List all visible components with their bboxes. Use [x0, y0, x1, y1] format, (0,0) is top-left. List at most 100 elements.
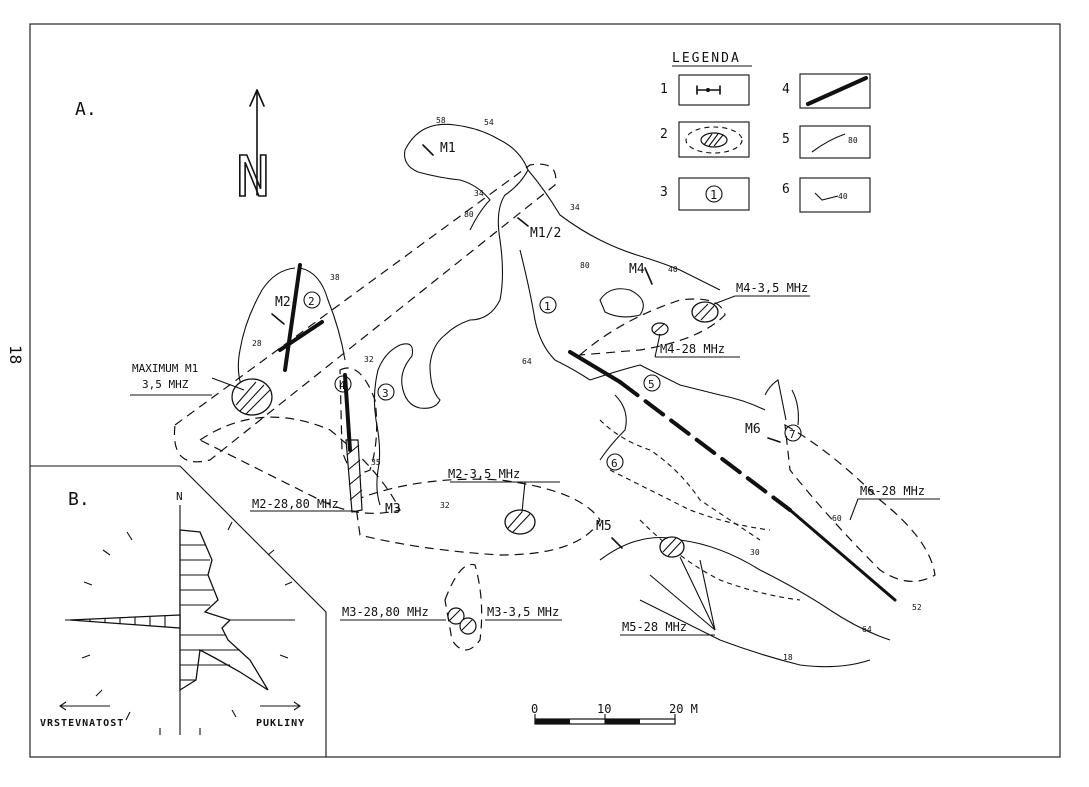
- anomaly-icon: [685, 126, 743, 154]
- north-arrow: N: [235, 89, 271, 211]
- svg-text:32: 32: [440, 501, 450, 510]
- svg-text:3: 3: [382, 387, 389, 400]
- rose-joints-petals: [179, 529, 269, 692]
- rose-joints-hatching: [180, 544, 240, 681]
- left-arrow-icon: [59, 701, 110, 711]
- svg-text:32: 32: [364, 355, 374, 364]
- label-m2-35: M2-3,5 MHz: [448, 467, 520, 481]
- page-number: 18: [6, 345, 25, 364]
- legend-title: LEGENDA: [672, 51, 741, 66]
- legend-strike-text: 40: [838, 192, 848, 201]
- rose-right-label: PUKLINY: [256, 718, 305, 729]
- zone-marker: 1: [539, 296, 557, 314]
- anomaly-zones: [173, 163, 936, 651]
- svg-text:38: 38: [330, 273, 340, 282]
- rose-diagram-panel: B. N: [30, 465, 327, 757]
- svg-text:30: 30: [750, 548, 760, 557]
- svg-text:64: 64: [522, 357, 532, 366]
- map-frame: [29, 23, 1061, 758]
- anomaly-labels: MAXIMUM M1 3,5 MHZ M4-3,5 MHz M4-28 MHz …: [132, 281, 925, 634]
- label-m5-28: M5-28 MHz: [622, 620, 687, 634]
- svg-text:34: 34: [474, 189, 484, 198]
- legend-box-dip-line: [799, 125, 871, 159]
- legend-circle-text: 1: [710, 188, 717, 202]
- svg-text:40: 40: [668, 265, 678, 274]
- station-labels: M1 M1/2 M2 M3 M4 M5 M6: [275, 141, 761, 534]
- svg-text:35: 35: [371, 458, 381, 467]
- rose-ticks: [81, 521, 293, 735]
- legend-item-num: 3: [660, 185, 668, 200]
- rose-bedding-hatching: [89, 616, 166, 627]
- label-m4-28: M4-28 MHz: [660, 342, 725, 356]
- svg-text:64: 64: [862, 625, 872, 634]
- zone-marker: 2: [303, 291, 321, 309]
- strike-dip-icon: [814, 192, 839, 201]
- legend-dip-text: 80: [848, 136, 858, 145]
- svg-text:58: 58: [436, 116, 446, 125]
- zone-marker: 5: [643, 374, 661, 392]
- svg-text:34: 34: [570, 203, 580, 212]
- anomaly-max-m1: [231, 378, 273, 416]
- station-label-m3: M3: [385, 502, 401, 517]
- anomaly-m2-35: [504, 509, 536, 535]
- svg-text:28: 28: [252, 339, 262, 348]
- label-m6-28: M6-28 MHz: [860, 484, 925, 498]
- legend-item-num: 4: [782, 82, 790, 97]
- label-m3-35: M3-3,5 MHz: [487, 605, 559, 619]
- zone-marker: 7: [784, 424, 802, 442]
- anomaly-m4-35: [691, 301, 719, 323]
- panel-b-label: B.: [68, 489, 90, 510]
- panel-a-label: A.: [75, 99, 97, 120]
- north-arrow-label: N: [236, 145, 270, 210]
- station-label-m6: M6: [745, 422, 761, 437]
- legend-box-circle: [678, 177, 750, 211]
- scale-label-0: 0: [531, 702, 538, 716]
- dip-line-icon: [811, 133, 846, 153]
- zone-marker: 6: [606, 453, 624, 471]
- dip-values: 58 54 80 34 34 80 40 38 28 32 64 35 32 6…: [252, 116, 922, 662]
- legend-item-num: 5: [782, 132, 790, 147]
- zone-markers: 1 2 3 4 5 6 7: [303, 291, 802, 471]
- station-symbols: [271, 144, 781, 549]
- svg-text:2: 2: [308, 295, 315, 308]
- svg-text:1: 1: [544, 300, 551, 313]
- svg-text:80: 80: [580, 261, 590, 270]
- label-max-m1-freq: 3,5 MHZ: [142, 378, 189, 391]
- anomaly-m5-28: [659, 536, 685, 558]
- legend-box-bolt: [678, 74, 750, 106]
- svg-text:60: 60: [832, 514, 842, 523]
- svg-text:52: 52: [912, 603, 922, 612]
- station-label-m5: M5: [596, 519, 612, 534]
- anomaly-m2-28: [345, 439, 363, 513]
- svg-text:80: 80: [464, 210, 474, 219]
- station-label-m2: M2: [275, 295, 291, 310]
- leader-lines: [130, 295, 940, 636]
- scale-label-20: 20 M: [669, 702, 698, 716]
- legend-item-num: 2: [660, 127, 668, 142]
- legend-box-strike-dip: [799, 177, 871, 213]
- label-m4-35: M4-3,5 MHz: [736, 281, 808, 295]
- legend-item-num: 6: [782, 182, 790, 197]
- svg-text:6: 6: [611, 457, 618, 470]
- zone-marker: 4: [334, 375, 352, 393]
- cave-passage-outline: [237, 123, 891, 668]
- legend-box-anomaly: [678, 121, 750, 158]
- station-label-m1: M1: [440, 141, 456, 156]
- thick-line-icon: [806, 76, 868, 106]
- station-label-m1-2: M1/2: [530, 226, 561, 241]
- right-arrow-icon: [260, 701, 301, 711]
- label-m3-28: M3-28,80 MHz: [342, 605, 429, 619]
- anomaly-m3: [447, 607, 477, 635]
- svg-text:5: 5: [648, 378, 655, 391]
- label-max-m1: MAXIMUM M1: [132, 362, 198, 375]
- scale-bar: 0 10 20 M: [531, 702, 698, 725]
- scale-label-10: 10: [597, 702, 611, 716]
- legend: LEGENDA 1 2 3 1 4 5: [660, 51, 871, 213]
- label-m2-28: M2-28,80 MHz: [252, 497, 339, 511]
- fault-lines: [278, 263, 897, 602]
- station-label-m4: M4: [629, 262, 645, 277]
- rose-bedding-petal: [69, 614, 181, 629]
- legend-box-thick-line: [799, 73, 871, 109]
- legend-item-num: 1: [660, 82, 668, 97]
